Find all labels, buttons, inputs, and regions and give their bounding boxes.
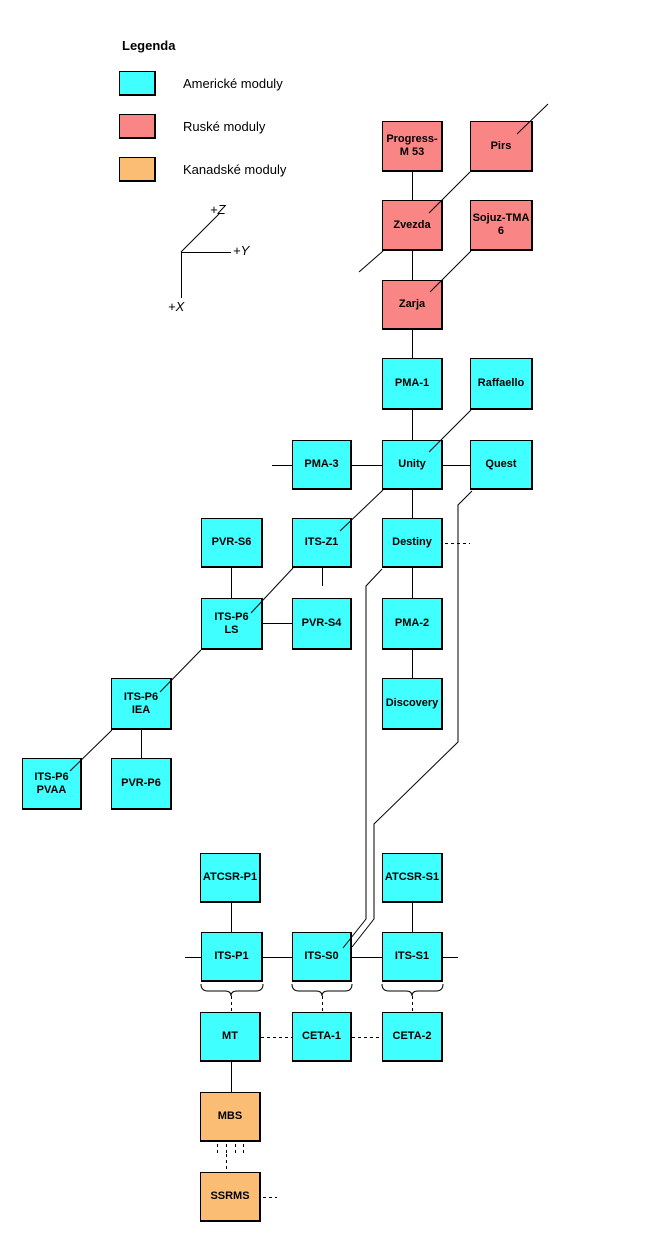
node-ssrms: SSRMS bbox=[200, 1172, 261, 1222]
node-its-z1: ITS-Z1 bbox=[292, 518, 352, 568]
node-its-p6-pvaa: ITS-P6 PVAA bbox=[22, 758, 82, 810]
node-zvezda: Zvezda bbox=[382, 200, 443, 251]
legend-label-canadian: Kanadské moduly bbox=[183, 162, 287, 177]
node-its-p6-ls: ITS-P6 LS bbox=[201, 598, 263, 650]
node-its-s0: ITS-S0 bbox=[292, 932, 352, 982]
node-ceta-1: CETA-1 bbox=[292, 1012, 352, 1062]
node-raffaello: Raffaello bbox=[470, 358, 533, 410]
node-its-p1: ITS-P1 bbox=[201, 932, 263, 982]
node-discovery: Discovery bbox=[382, 678, 443, 730]
node-atcsr-p1: ATCSR-P1 bbox=[200, 853, 261, 903]
node-pma-3: PMA-3 bbox=[292, 440, 352, 490]
legend-label-russian: Ruské moduly bbox=[183, 119, 266, 134]
american-modules-swatch bbox=[119, 71, 156, 96]
node-destiny: Destiny bbox=[382, 518, 443, 568]
node-pma-1: PMA-1 bbox=[382, 358, 443, 410]
legend-title: Legenda bbox=[122, 38, 176, 53]
node-zarja: Zarja bbox=[382, 280, 443, 330]
legend-label-american: Americké moduly bbox=[183, 76, 283, 91]
node-sojuz-tma-6: Sojuz-TMA 6 bbox=[470, 200, 533, 251]
node-ceta-2: CETA-2 bbox=[382, 1012, 443, 1062]
axis-label-x: +X bbox=[168, 299, 185, 314]
node-its-s1: ITS-S1 bbox=[382, 932, 443, 982]
node-pvr-p6: PVR-P6 bbox=[111, 758, 172, 810]
node-mbs: MBS bbox=[200, 1092, 261, 1142]
axis-label-z: +Z bbox=[210, 202, 226, 217]
node-its-p6-iea: ITS-P6 IEA bbox=[111, 678, 172, 730]
russian-modules-swatch bbox=[119, 114, 156, 139]
underbraces bbox=[200, 983, 444, 997]
node-pvr-s4: PVR-S4 bbox=[292, 598, 352, 650]
legend-item-canadian: Kanadské moduly bbox=[119, 157, 286, 182]
node-pvr-s6: PVR-S6 bbox=[201, 518, 263, 568]
axes-lines bbox=[180, 213, 231, 298]
node-pma-2: PMA-2 bbox=[382, 598, 443, 650]
node-mt: MT bbox=[200, 1012, 261, 1062]
axis-label-y: +Y bbox=[233, 243, 250, 258]
node-unity: Unity bbox=[382, 440, 443, 490]
canadian-modules-swatch bbox=[119, 157, 156, 182]
node-progress-m53: Progress- M 53 bbox=[382, 121, 443, 172]
node-atcsr-s1: ATCSR-S1 bbox=[382, 853, 443, 903]
node-quest: Quest bbox=[470, 440, 533, 490]
legend: Legenda Americké moduly Ruské moduly Kan… bbox=[119, 38, 286, 182]
legend-item-russian: Ruské moduly bbox=[119, 114, 265, 139]
legend-item-american: Americké moduly bbox=[119, 71, 283, 96]
node-pirs: Pirs bbox=[470, 121, 533, 172]
